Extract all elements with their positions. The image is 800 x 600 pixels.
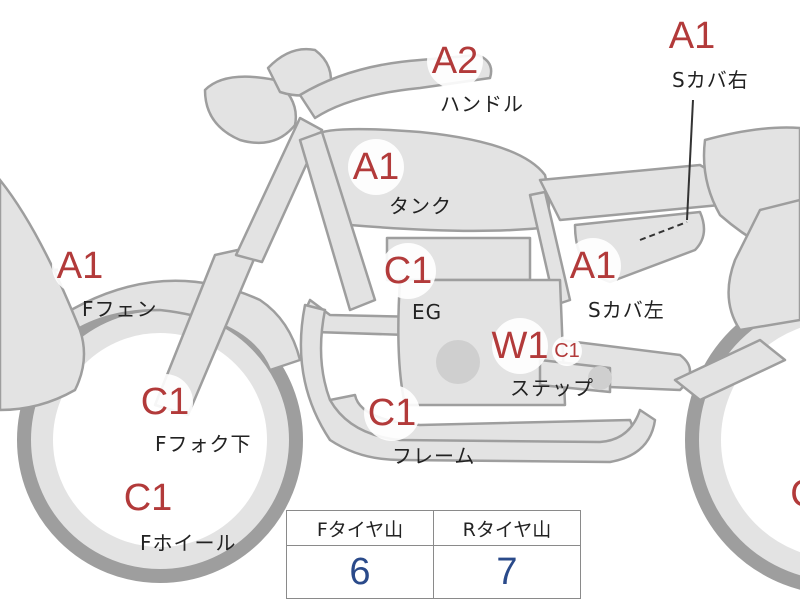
- grade-step: W1: [492, 318, 549, 374]
- grade-engine: C1: [380, 243, 436, 299]
- label-tank: タンク: [389, 194, 452, 218]
- grade-s-cover-right: A1: [664, 8, 720, 64]
- tire-tread-table: Fタイヤ山 Rタイヤ山 6 7: [286, 510, 581, 599]
- rear-arm-shape: [727, 198, 800, 332]
- front-wheel-inner: [31, 311, 289, 569]
- leader-line-right-dash: [639, 221, 688, 241]
- label-step: ステップ: [510, 376, 594, 400]
- grade-f-wheel: C1: [120, 470, 176, 526]
- label-s-cover-right: Sカバ右: [672, 68, 749, 92]
- front-fork-upper: [234, 116, 324, 264]
- tire-table-header-row: Fタイヤ山 Rタイヤ山: [286, 510, 581, 546]
- grade-f-fork-lower: C1: [137, 374, 193, 430]
- label-frame: フレーム: [392, 444, 476, 468]
- grade-s-cover-left: A1: [565, 238, 621, 294]
- frame-upper-rail: [528, 190, 572, 307]
- label-f-fork-lower: Fフォク下: [155, 432, 252, 456]
- label-engine: EG: [412, 300, 443, 324]
- leader-line-right: [686, 99, 694, 221]
- frame-loop: [299, 303, 657, 464]
- grade-frame: C1: [364, 385, 420, 441]
- grade-f-fender: A1: [52, 238, 108, 294]
- front-tire-value: 6: [286, 545, 434, 599]
- label-s-cover-left: Sカバ左: [588, 298, 665, 322]
- tire-table-value-row: 6 7: [286, 545, 581, 599]
- label-f-wheel: Fホイール: [140, 531, 237, 555]
- swing-arm-2: [673, 338, 787, 402]
- step-peg-circle: [588, 366, 612, 390]
- frame-down-tube: [298, 130, 377, 312]
- grade-step-secondary: C1: [552, 336, 582, 366]
- grade-tank: A1: [348, 139, 404, 195]
- label-handle: ハンドル: [440, 92, 524, 116]
- headlight-shape: [203, 75, 298, 145]
- front-tire-header: Fタイヤ山: [286, 510, 434, 546]
- rear-tire-value: 7: [433, 545, 581, 599]
- engine-cover-circle: [436, 340, 480, 384]
- front-cowl-shape: [0, 177, 86, 412]
- rear-wheel-inner: [699, 304, 800, 576]
- grade-handle: A2: [427, 33, 483, 89]
- rear-tire-header: Rタイヤ山: [433, 510, 581, 546]
- label-f-fender: Fフェン: [82, 297, 158, 321]
